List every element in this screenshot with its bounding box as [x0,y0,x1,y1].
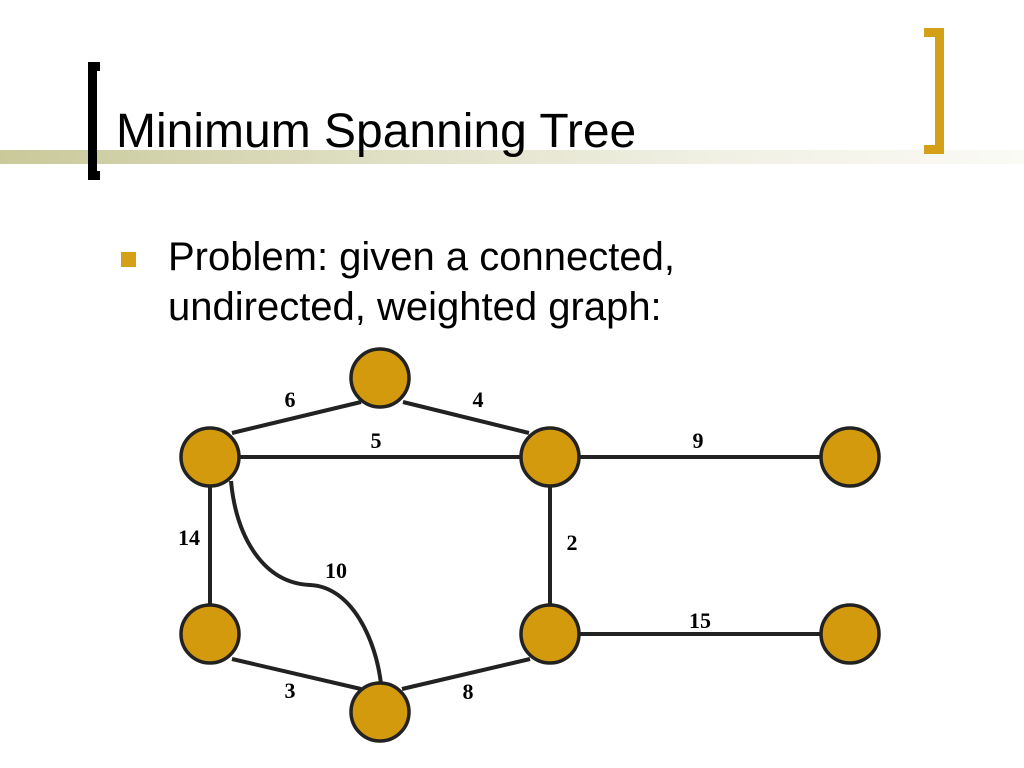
weight-label-top-upperleft: 6 [285,387,296,412]
weight-label-bottom-lowermiddle: 8 [463,679,474,704]
weight-label-upperleft-lowerleft: 14 [178,525,200,550]
node-top [349,347,411,409]
edge-top-uppermiddle [402,400,530,435]
weight-label-lowerleft-bottom: 3 [285,678,296,703]
node-lower-middle [519,603,581,665]
edge-top-upperleft [231,400,362,435]
weight-label-top-uppermiddle: 4 [473,387,484,412]
title-underline-band [0,150,1024,164]
node-lower-left [179,603,241,665]
edge-upperleft-bottom [229,480,383,685]
node-upper-middle [519,426,581,488]
node-lower-right [819,603,881,665]
edge-bottom-lowermiddle [401,657,531,691]
weight-label-lowermiddle-lowerright: 15 [689,608,711,633]
bullet-square-icon [121,252,136,267]
left-bracket-decoration [88,62,100,180]
weight-label-uppermiddle-upperright: 9 [693,428,704,453]
bullet-text: Problem: given a connected, undirected, … [168,235,675,329]
weight-label-uppermiddle-lowermiddle: 2 [567,530,578,555]
weight-label-upperleft-uppermiddle: 5 [371,428,382,453]
node-bottom [349,681,411,743]
slide-title: Minimum Spanning Tree [116,105,637,158]
node-upper-left [179,426,241,488]
right-bracket-decoration [924,28,944,154]
edge-lowerleft-bottom [231,657,362,691]
node-upper-right [819,426,881,488]
weight-label-upperleft-bottom: 10 [325,558,347,583]
